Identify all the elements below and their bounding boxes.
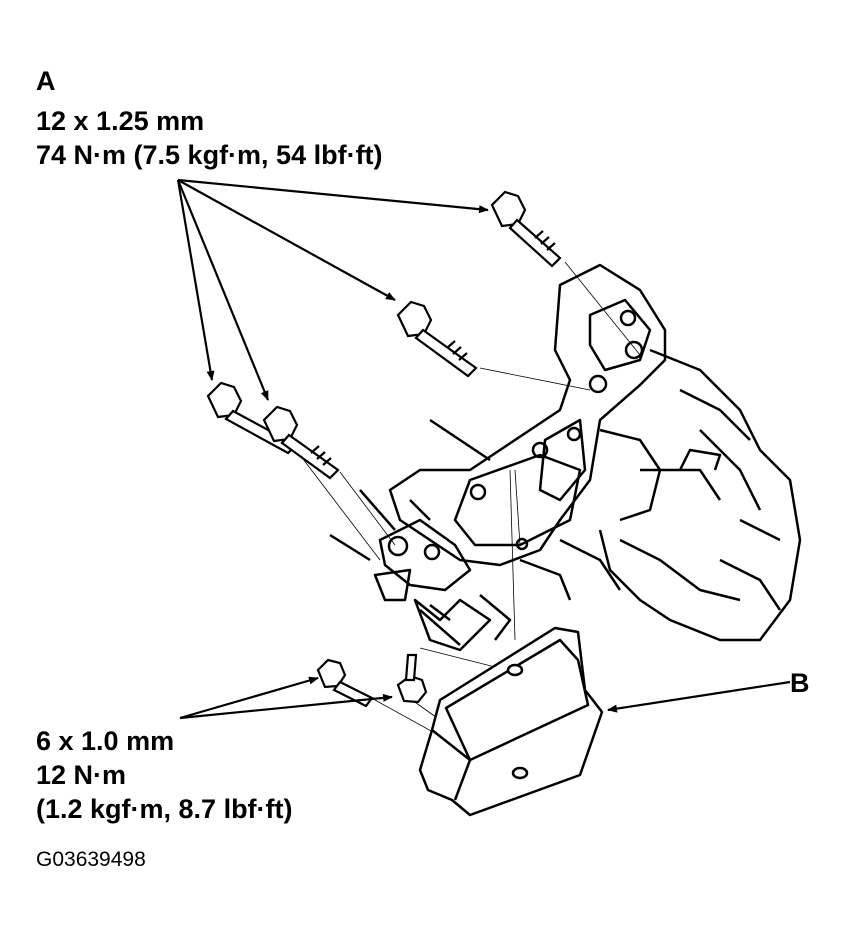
bolt-a-4 (262, 405, 340, 480)
small-bolt-size: 6 x 1.0 mm (36, 726, 175, 756)
small-bolt-torque: 12 N·m (36, 760, 127, 790)
transmission-housing (329, 263, 802, 652)
small-bolt-2 (396, 653, 428, 704)
bolt-a-3 (206, 381, 298, 455)
callout-a-size: 12 x 1.25 mm (36, 106, 205, 136)
bolt-a-1 (490, 190, 562, 268)
callout-a-letter: A (36, 66, 56, 96)
callout-a-torque: 74 N·m (7.5 kgf·m, 54 lbf·ft) (36, 140, 383, 170)
small-bolt-torque-alt: (1.2 kgf·m, 8.7 lbf·ft) (36, 794, 293, 824)
leader-arrows (176, 178, 791, 720)
callout-b-letter: B (790, 668, 810, 698)
figure-code: G03639498 (36, 848, 146, 871)
bolt-a-2 (396, 300, 478, 378)
shield-b (418, 626, 604, 817)
